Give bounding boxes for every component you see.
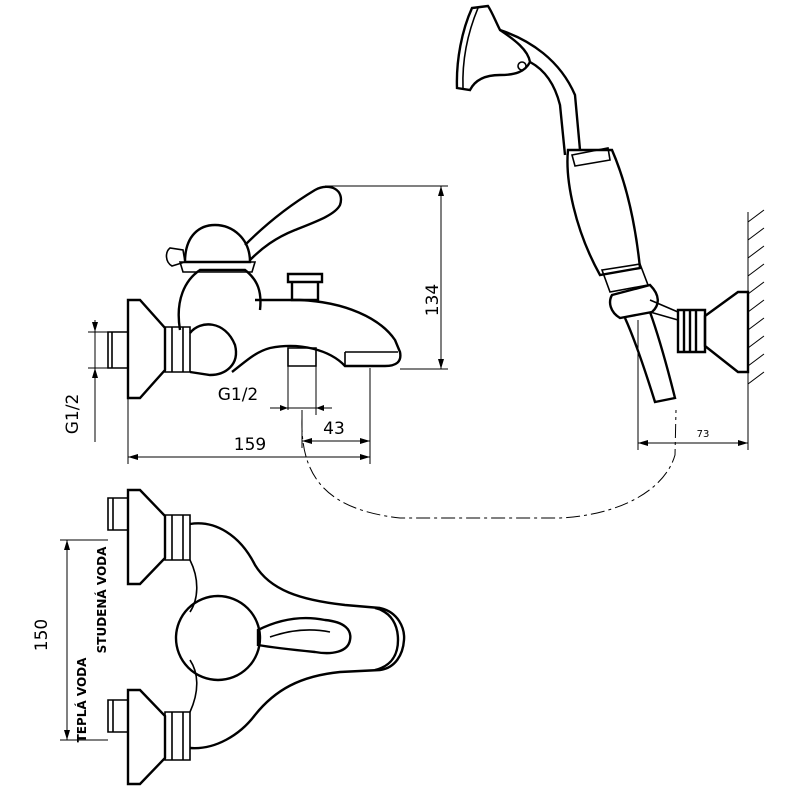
dimension-150: 150 xyxy=(32,539,108,741)
mixer-body xyxy=(189,323,238,377)
holder-wall-flange xyxy=(703,290,750,374)
top-flange-upper xyxy=(126,488,167,586)
top-cartridge-circle xyxy=(174,594,262,682)
top-connector-upper xyxy=(107,497,129,531)
dim-73-label: 73 xyxy=(697,429,710,440)
dimension-134: 134 xyxy=(325,185,448,370)
wall-flange xyxy=(126,298,167,400)
wall-nut xyxy=(676,308,707,354)
shower-hose xyxy=(623,311,677,404)
top-lever xyxy=(256,616,352,655)
handle-ring xyxy=(571,147,611,167)
lever-handle xyxy=(244,185,343,261)
inlet-connector xyxy=(107,331,129,369)
dim-134-label: 134 xyxy=(423,284,443,316)
shower-head xyxy=(455,4,532,92)
top-connector-lower xyxy=(107,699,129,733)
body-collar xyxy=(164,326,191,373)
dim-g12-spout-label: G1/2 xyxy=(218,385,259,405)
holder-arm xyxy=(649,299,679,321)
dimension-159: 159 xyxy=(127,398,370,464)
spout xyxy=(231,298,402,373)
diverter-knob xyxy=(286,272,324,302)
mixer-top-view xyxy=(107,488,406,786)
top-flange-lower xyxy=(126,688,167,786)
dim-g12-side-label: G1/2 xyxy=(63,394,83,435)
shower-handle xyxy=(566,148,642,277)
top-lever-inner xyxy=(269,629,331,638)
label-tepla-voda: TEPLÁ VODA xyxy=(74,657,89,743)
dimension-73: 73 xyxy=(637,320,749,450)
top-collar-upper xyxy=(164,514,191,561)
cartridge-housing xyxy=(177,268,262,331)
dimension-43: 43 xyxy=(301,368,371,464)
dim-43-label: 43 xyxy=(323,419,345,439)
hose-connector xyxy=(287,347,317,367)
shower-head-dot xyxy=(517,61,527,71)
top-body xyxy=(189,522,406,750)
shower-face xyxy=(462,7,479,89)
dim-159-label: 159 xyxy=(234,435,266,455)
label-studena-voda: STUDENÁ VODA xyxy=(94,546,109,653)
dome-base xyxy=(178,261,257,273)
mixer-side-view xyxy=(107,185,402,400)
hose-path-centerline xyxy=(301,409,677,519)
top-collar-lower xyxy=(164,711,191,761)
dimension-g12-side: G1/2 xyxy=(63,320,112,442)
shower-neck xyxy=(499,28,582,156)
lever-dome xyxy=(183,223,252,264)
spout-outlet xyxy=(344,351,398,366)
lever-stub xyxy=(165,247,186,267)
dimension-g12-spout: G1/2 xyxy=(218,366,332,415)
hand-shower-side-view xyxy=(455,4,750,404)
top-spout-cap xyxy=(374,606,400,672)
top-body-inner xyxy=(189,559,198,713)
dim-150-label: 150 xyxy=(32,619,52,651)
wall-hatch xyxy=(747,209,765,395)
